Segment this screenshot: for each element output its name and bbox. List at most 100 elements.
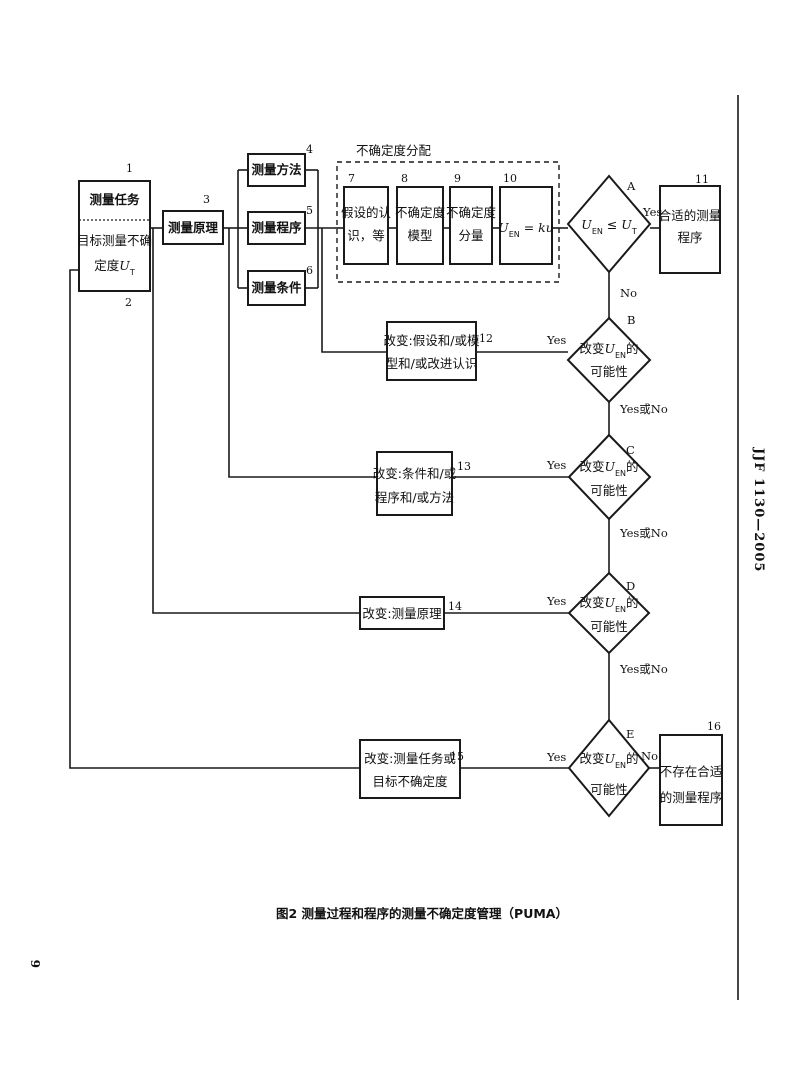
decision-A-sub2: T xyxy=(631,227,637,236)
label-d-yes: Yes xyxy=(546,594,566,608)
decision-B-line2: 可能性 xyxy=(590,364,628,379)
node-8: 不确定度 模型 8 xyxy=(395,172,445,265)
standard-id: JJF 1130—2005 xyxy=(751,447,766,572)
decision-D-sub: EN xyxy=(615,605,626,614)
node-5-box xyxy=(247,211,306,245)
node-12-box xyxy=(386,321,477,381)
decision-E-sub: EN xyxy=(615,761,626,770)
node-1-label: 测量任务 xyxy=(89,192,140,207)
node-10-box xyxy=(499,186,553,265)
decision-D-line2: 可能性 xyxy=(590,619,628,634)
node-9: 不确定度 分量 9 xyxy=(446,172,496,265)
edge-13-back xyxy=(228,228,377,478)
decision-B-line1: 改变UEN的 xyxy=(579,341,638,360)
node-2-line2: 定度UT xyxy=(94,258,135,277)
edge-14-back xyxy=(152,228,360,614)
node-13-line1: 改变:条件和/或 xyxy=(373,466,457,481)
label-b-yes: Yes xyxy=(546,333,566,347)
decision-C-letter: C xyxy=(626,443,635,457)
node-14-number: 14 xyxy=(448,600,462,613)
node-1-2: 测量任务 目标测量不确 定度UT 1 2 xyxy=(77,162,152,309)
decision-B-suffix: 的 xyxy=(626,341,639,356)
node-4-label: 测量方法 xyxy=(251,162,302,177)
node-6-box xyxy=(247,270,306,306)
node-2-number: 2 xyxy=(125,296,132,309)
node-8-number: 8 xyxy=(401,172,408,185)
decision-B: 改变UEN的 可能性 B xyxy=(566,313,652,404)
decision-E-letter: E xyxy=(626,727,634,741)
node-10-symbol: U xyxy=(498,220,509,235)
node-7-line2: 识，等 xyxy=(347,228,385,243)
edge-labels: Yes No Yes Yes或No Yes Yes或No Yes Yes或No … xyxy=(546,205,668,764)
label-e-yes: Yes xyxy=(546,750,566,764)
node-16: 不存在合适 的测量程序 16 xyxy=(659,720,723,826)
node-15-line2: 目标不确定度 xyxy=(372,774,448,789)
decision-C-symbol: U xyxy=(604,459,615,474)
edge-15-back xyxy=(69,269,360,769)
node-14-box xyxy=(359,596,445,630)
decision-C-sub: EN xyxy=(615,469,626,478)
node-11-line2: 程序 xyxy=(677,230,702,245)
decision-C: 改变UEN的 可能性 C xyxy=(567,433,652,521)
page-number: 6 xyxy=(29,960,43,968)
decision-C-prefix: 改变 xyxy=(579,459,604,474)
figure-caption: 图2 测量过程和程序的测量不确定度管理（PUMA） xyxy=(276,906,568,921)
node-9-box xyxy=(449,186,493,265)
node-10: UEN = ku 10 xyxy=(498,172,554,265)
node-12-number: 12 xyxy=(479,332,493,345)
decision-E-shape xyxy=(567,718,651,818)
node-2-line2-prefix: 定度 xyxy=(94,258,120,273)
decision-A-letter: A xyxy=(626,179,636,193)
decision-B-shape xyxy=(566,316,652,404)
decision-E-suffix: 的 xyxy=(626,751,639,766)
node-12: 改变:假设和/或模 型和/或改进认识 12 xyxy=(384,321,493,381)
node-2-sub: T xyxy=(129,268,135,277)
node-1-2-box xyxy=(78,180,151,292)
node-11-line1: 合适的测量 xyxy=(659,208,722,223)
node-16-box xyxy=(659,734,723,826)
node-6: 测量条件 6 xyxy=(247,264,313,306)
connectors xyxy=(69,169,660,769)
decision-E-prefix: 改变 xyxy=(579,751,604,766)
decision-E: 改变UEN的 可能性 E xyxy=(567,718,651,818)
decision-C-line1: 改变UEN的 xyxy=(579,459,638,478)
node-3-box xyxy=(162,210,224,245)
node-16-line2: 的测量程序 xyxy=(660,790,723,805)
decision-D-prefix: 改变 xyxy=(579,595,604,610)
node-13-line2: 程序和/或方法 xyxy=(375,490,454,505)
decision-E-line2: 可能性 xyxy=(590,782,628,797)
node-9-number: 9 xyxy=(454,172,461,185)
node-14: 改变:测量原理 14 xyxy=(359,596,462,630)
node-15: 改变:测量任务或 目标不确定度 15 xyxy=(359,739,464,799)
decision-B-letter: B xyxy=(627,313,635,327)
node-12-line1: 改变:假设和/或模 xyxy=(384,333,480,348)
decision-C-suffix: 的 xyxy=(626,459,639,474)
node-13-box xyxy=(376,451,453,516)
label-a-no: No xyxy=(620,286,637,300)
node-4-box xyxy=(247,153,306,187)
node-9-line2: 分量 xyxy=(458,228,483,243)
node-8-box xyxy=(396,186,444,265)
label-e-no: No xyxy=(641,749,658,763)
node-6-number: 6 xyxy=(306,264,313,277)
node-5: 测量程序 5 xyxy=(247,204,313,245)
node-16-number: 16 xyxy=(707,720,721,733)
node-6-label: 测量条件 xyxy=(251,280,302,295)
decision-A-formula: UEN ≤ UT xyxy=(581,217,637,236)
decision-C-line2: 可能性 xyxy=(590,483,628,498)
label-c-yes: Yes xyxy=(546,458,566,472)
node-13-number: 13 xyxy=(457,460,471,473)
decision-D-letter: D xyxy=(626,579,635,593)
label-c-next: Yes或No xyxy=(619,526,668,540)
decision-E-line1: 改变UEN的 xyxy=(579,751,638,770)
node-10-sub: EN xyxy=(509,230,520,239)
node-12-line2: 型和/或改进认识 xyxy=(386,356,478,371)
node-13: 改变:条件和/或 程序和/或方法 13 xyxy=(373,451,471,516)
decision-A-op: ≤ xyxy=(603,217,621,232)
node-7-box xyxy=(343,186,389,265)
node-11: 合适的测量 程序 11 xyxy=(659,173,722,274)
edge-12-back xyxy=(321,228,387,353)
node-2-line1: 目标测量不确 xyxy=(77,233,152,248)
decision-A-sub1: EN xyxy=(592,227,603,236)
node-3-number: 3 xyxy=(203,193,210,206)
